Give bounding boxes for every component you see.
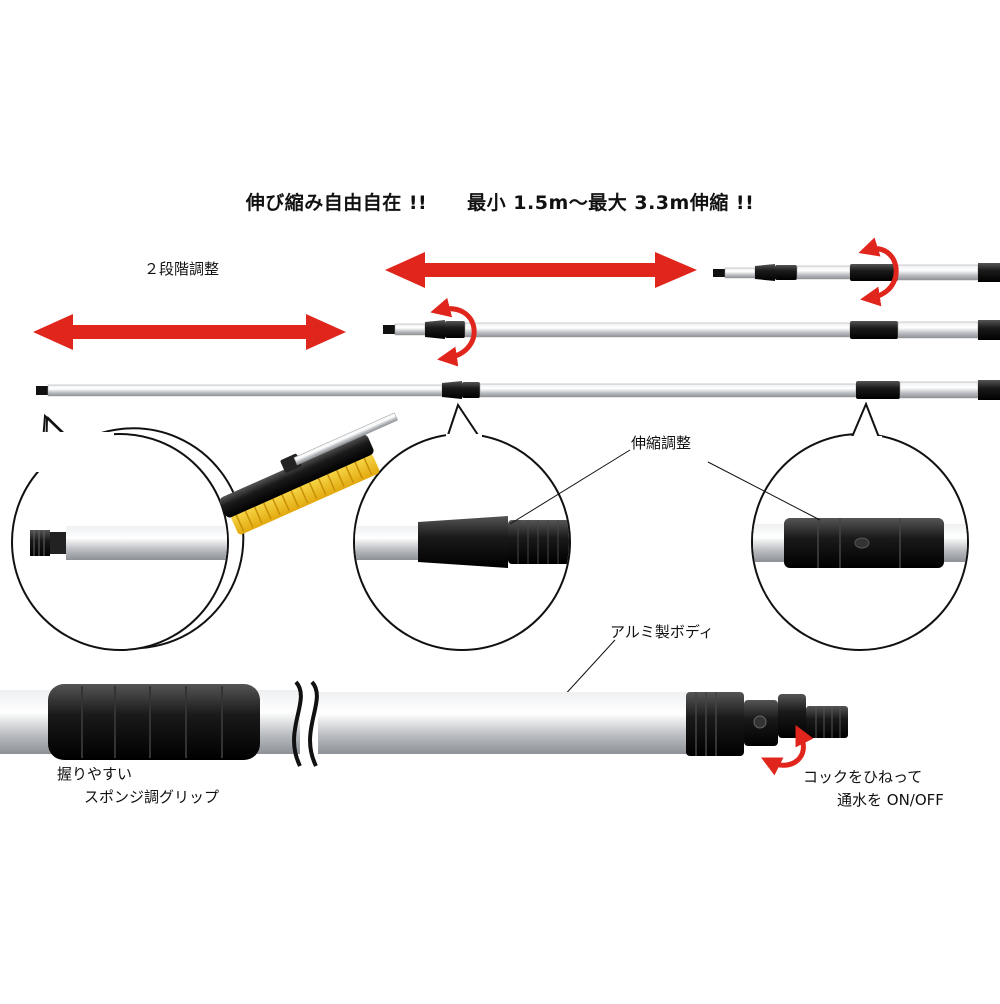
- headline-part2: 最小 1.5m〜最大 3.3m伸縮 !!: [467, 192, 755, 214]
- headline-part1: 伸び縮み自由自在 !!: [245, 192, 428, 214]
- callout-joint-detail: [353, 402, 571, 651]
- break-mark-icon: [292, 680, 319, 767]
- callout-tip-detail: [11, 413, 245, 651]
- double-arrow-icon: [385, 252, 697, 288]
- double-arrow-icon: [33, 314, 346, 350]
- grip-label-line2: スポンジ調グリップ: [84, 788, 220, 806]
- rotate-arrow-icon: [858, 237, 899, 307]
- pole-long: [36, 380, 1000, 400]
- cock-label-line1: コックをひねって: [803, 768, 923, 786]
- leader-line: [509, 449, 631, 525]
- rotate-arrow-icon: [430, 297, 477, 367]
- leader-line: [707, 461, 821, 521]
- aluminum-body-label: アルミ製ボディ: [610, 623, 714, 641]
- two-step-label: ２段階調整: [144, 260, 220, 278]
- pole-short: [713, 263, 1000, 282]
- brush-head: [219, 412, 398, 535]
- extend-adjust-label: 伸縮調整: [631, 434, 692, 452]
- callout-lock-detail: [751, 401, 969, 651]
- headline: 伸び縮み自由自在 !! 最小 1.5m〜最大 3.3m伸縮 !!: [0, 188, 1000, 215]
- grip-label-line1: 握りやすい: [57, 765, 133, 783]
- rotate-arrow-icon: [761, 725, 814, 776]
- pole-closeup: [0, 684, 848, 760]
- cock-label-line2: 通水を ON/OFF: [837, 791, 944, 809]
